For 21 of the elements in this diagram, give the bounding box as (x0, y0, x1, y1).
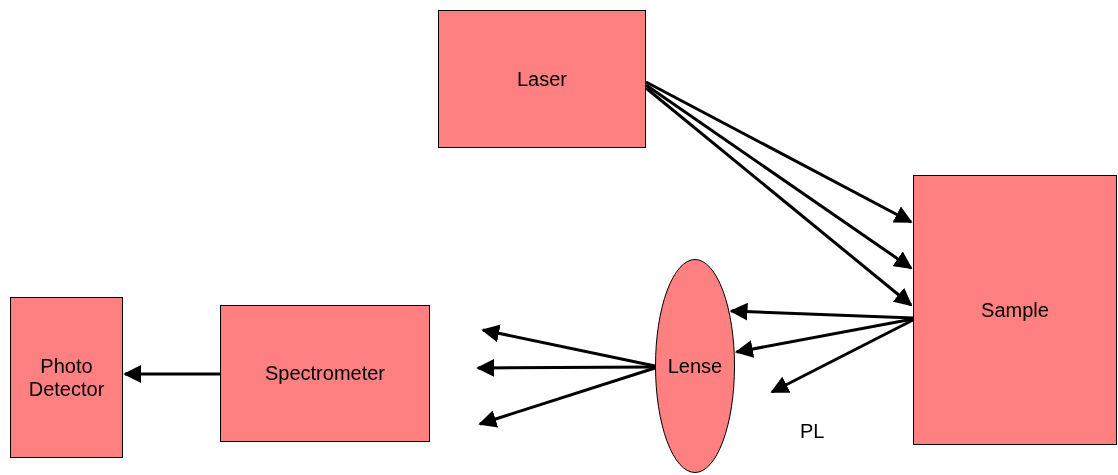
detector-box (10, 297, 123, 458)
spectrometer-box (220, 305, 430, 442)
node-label: Sample (981, 298, 1049, 322)
annotation-label: PL (800, 420, 825, 443)
node-label: Photo Detector (27, 354, 106, 401)
arrow (645, 83, 913, 270)
arrow (481, 324, 656, 368)
arrow (734, 317, 914, 358)
lens-ellipse (655, 259, 735, 473)
arrow (729, 302, 914, 321)
arrow (770, 318, 914, 394)
arrow (645, 80, 913, 224)
arrow (476, 358, 655, 377)
arrow (123, 365, 220, 383)
node-label: Lense (667, 354, 723, 378)
laser-box (438, 10, 646, 148)
node-label: Laser (517, 67, 567, 91)
sample-box (913, 175, 1117, 445)
arrow (645, 86, 913, 307)
arrow (478, 366, 656, 428)
node-label: Spectrometer (264, 362, 386, 385)
